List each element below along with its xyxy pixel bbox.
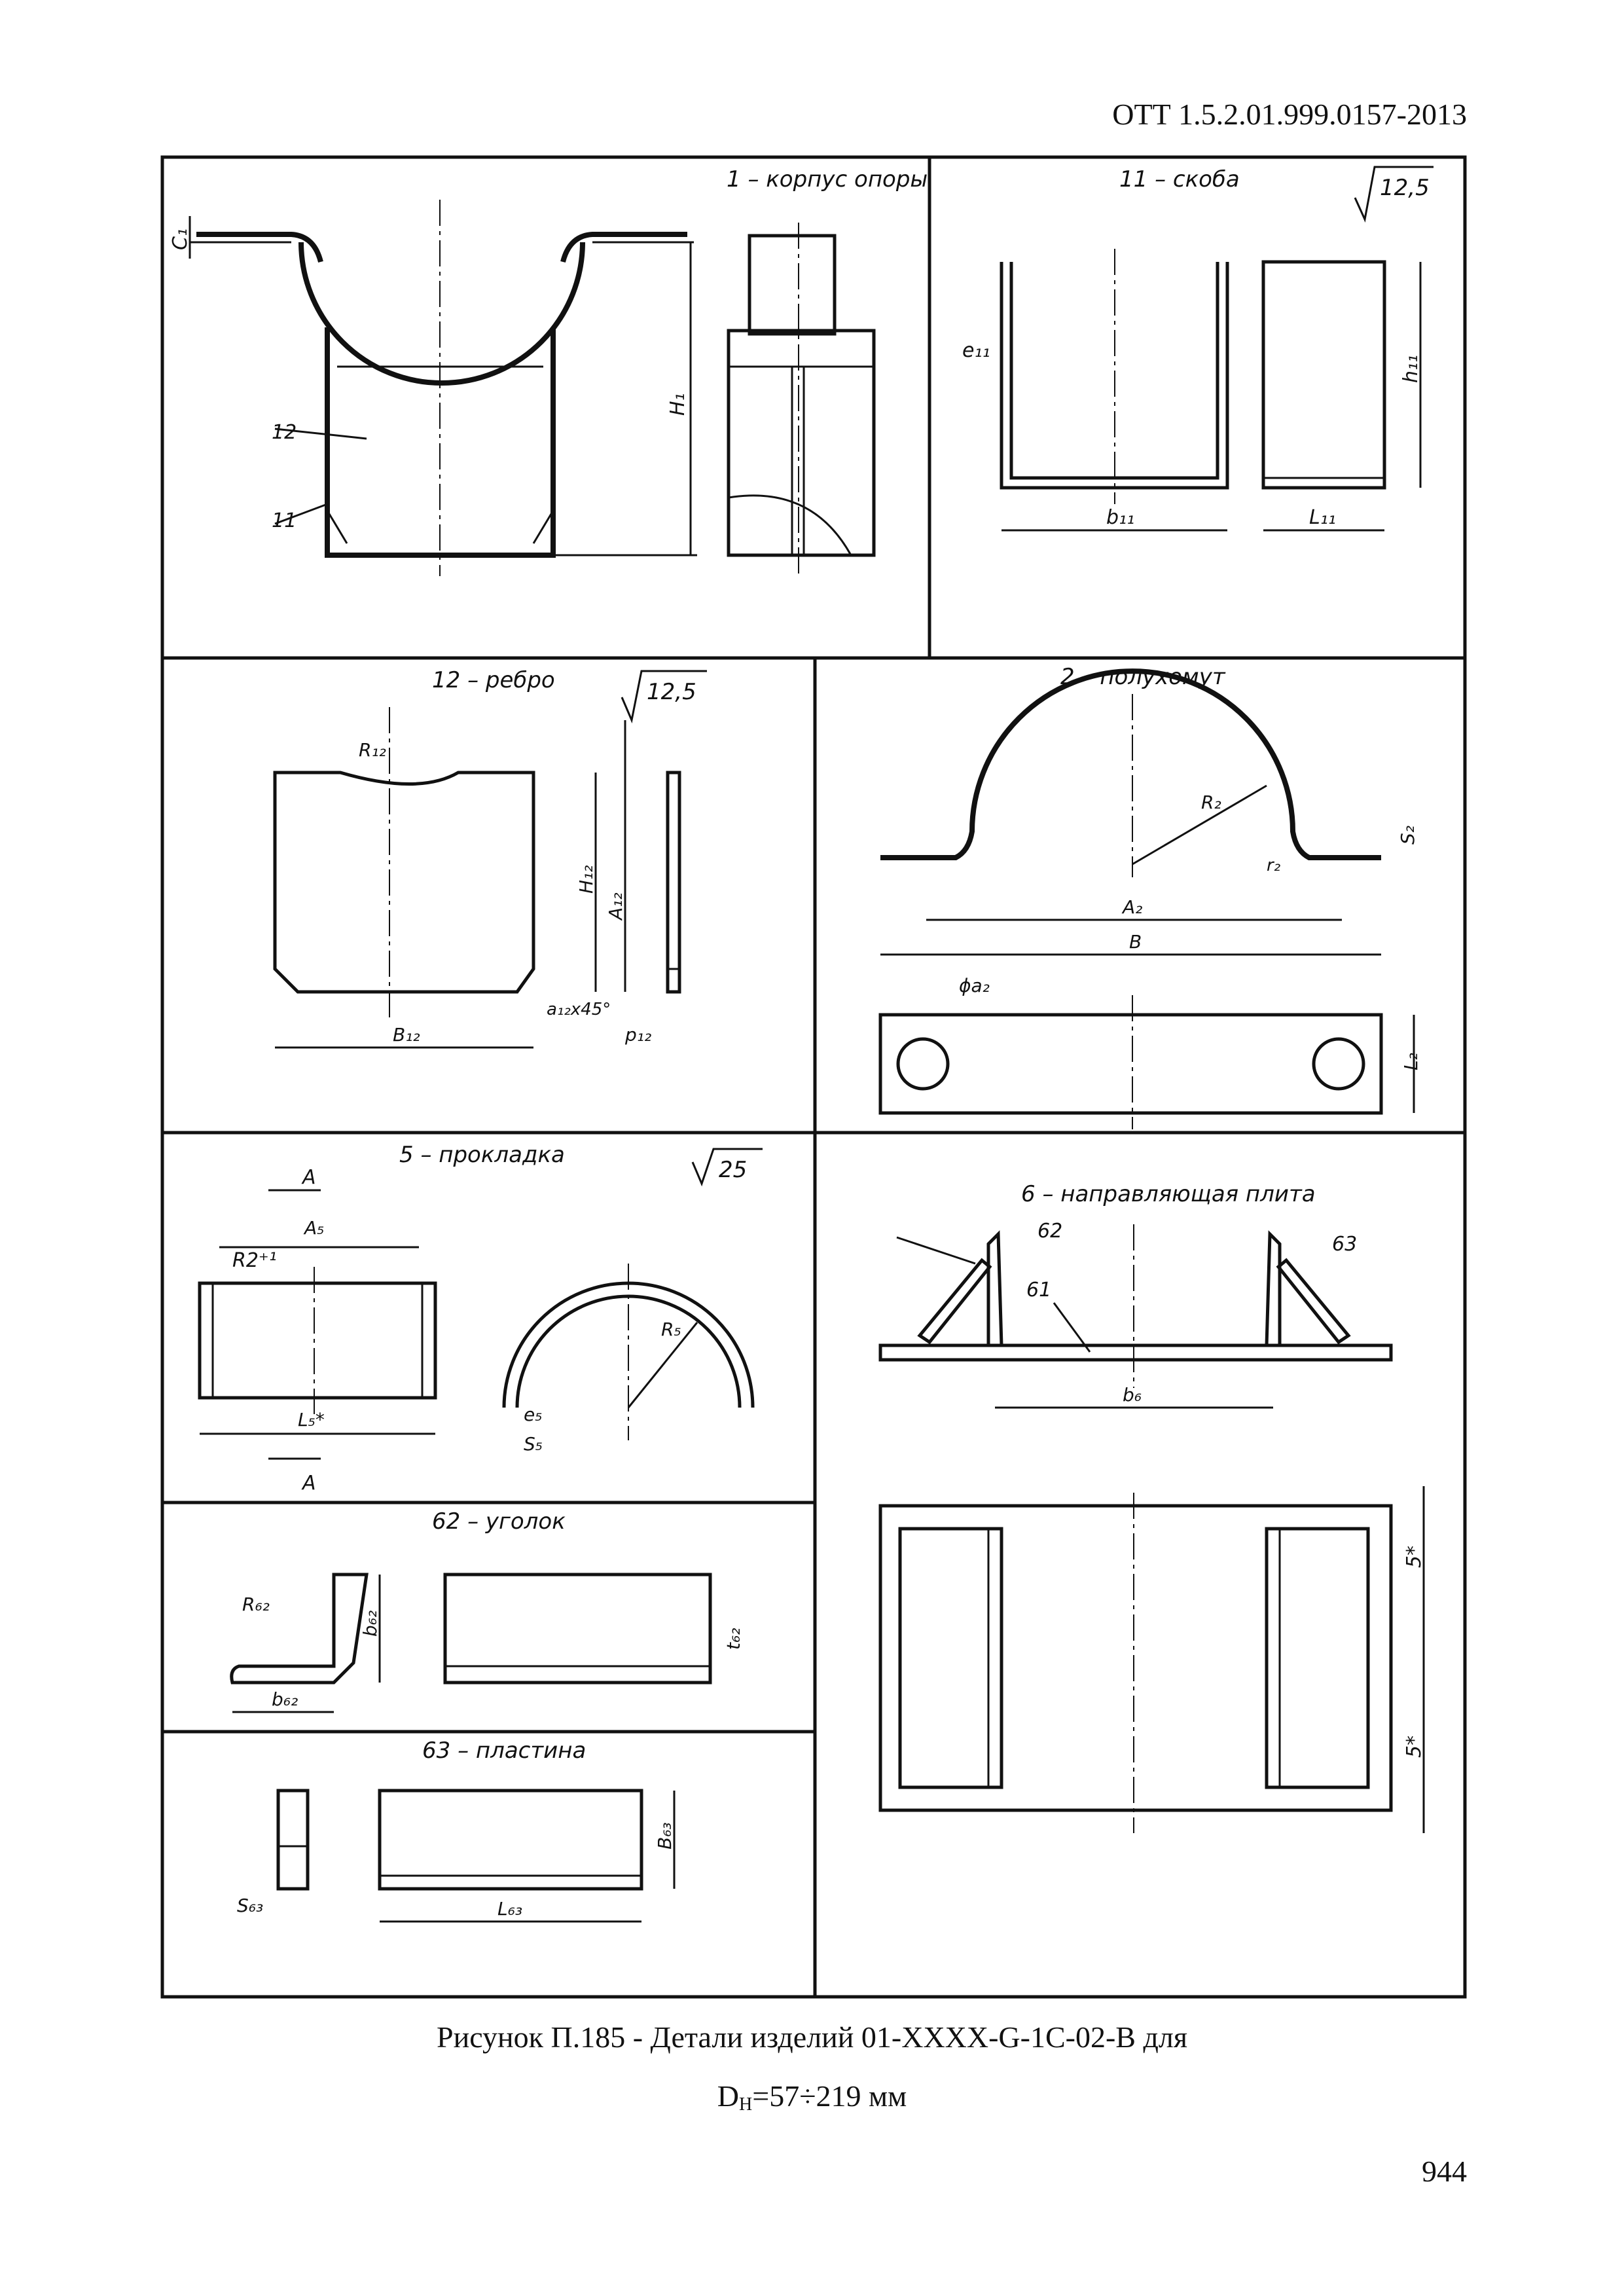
- panel-12-title: 12 – ребро: [432, 667, 555, 693]
- document-code: ОТТ 1.5.2.01.999.0157-2013: [1112, 98, 1467, 131]
- label-e5: e₅: [524, 1404, 542, 1425]
- label-s5: S₅: [524, 1433, 543, 1455]
- label-b62-vertical: b₆₂: [359, 1611, 381, 1637]
- panel-11-bracket: 11 – скоба 12,5 b₁₁ e₁₁ h₁₁ L₁₁: [962, 166, 1434, 532]
- panel-6-title: 6 – направляющая плита: [1021, 1181, 1316, 1207]
- label-e11: e₁₁: [962, 339, 990, 362]
- label-r2: R₂: [1201, 792, 1221, 813]
- label-61: 61: [1026, 1279, 1051, 1302]
- label-r2-pad: R2⁺¹: [232, 1249, 277, 1272]
- label-l63: L₆₃: [497, 1898, 522, 1920]
- panel-5-pad: 5 – прокладка 25 A A₅ R2⁺¹ L₅* A R₅ e₅ S…: [198, 1142, 763, 1495]
- label-b6: b₆: [1123, 1384, 1142, 1406]
- label-l2: L₂: [1400, 1053, 1422, 1070]
- sheet-frame: [160, 155, 1467, 1999]
- label-62: 62: [1038, 1220, 1062, 1243]
- label-b12: B₁₂: [393, 1024, 420, 1046]
- figure-caption-line-1: Рисунок П.185 - Детали изделий 01-XXXX-G…: [437, 2020, 1187, 2054]
- label-b63: B₆₃: [654, 1822, 676, 1850]
- caption-range: =57÷219 мм: [752, 2079, 907, 2113]
- section-a-top: A: [301, 1166, 316, 1189]
- label-5-star-bottom: 5*: [1403, 1736, 1426, 1758]
- label-chamfer: a₁₂x45°: [547, 1000, 611, 1019]
- label-h11: h₁₁: [1399, 355, 1422, 383]
- page-number: 944: [1422, 2155, 1467, 2188]
- panel-12-rib: 12 – ребро 12,5 R₁₂ H₁₂ A₁₂ B₁₂ a₁₂x45° …: [273, 667, 707, 1049]
- label-s63: S₆₃: [237, 1895, 263, 1916]
- label-s2: S₂: [1397, 826, 1418, 845]
- label-r62: R₆₂: [242, 1594, 270, 1615]
- label-r2-small: r₂: [1267, 856, 1280, 875]
- label-da2: ϕa₂: [959, 975, 990, 996]
- label-t62: t₆₂: [723, 1628, 744, 1650]
- panel-63-plate: 63 – пластина S₆₃ L₆₃ B₆₃: [237, 1738, 676, 1923]
- label-b62-horizontal: b₆₂: [272, 1688, 298, 1710]
- label-c1: C₁: [169, 228, 192, 250]
- figure-caption-line-2: DН=57÷219 мм: [0, 2079, 1624, 2115]
- panel-62-angle: 62 – уголок R₆₂ b₆₂ b₆₂ t₆₂: [230, 1508, 744, 1713]
- label-a5: A₅: [303, 1217, 324, 1239]
- label-h1: H₁: [666, 393, 689, 416]
- label-h12: H₁₂: [575, 865, 597, 894]
- label-63: 63: [1332, 1233, 1357, 1256]
- section-a-bottom: A: [301, 1472, 316, 1495]
- label-l11: L₁₁: [1309, 506, 1336, 529]
- label-r12: R₁₂: [359, 739, 386, 761]
- roughness-12: 12,5: [647, 679, 696, 705]
- label-r5: R₅: [661, 1319, 681, 1340]
- panel-63-title: 63 – пластина: [422, 1738, 586, 1764]
- label-a2: A₂: [1121, 896, 1142, 918]
- label-a12: A₁₂: [605, 892, 626, 921]
- panel-1-title: 1 – корпус опоры: [727, 166, 928, 192]
- roughness-11: 12,5: [1380, 175, 1430, 201]
- panel-62-title: 62 – уголок: [432, 1508, 566, 1535]
- label-l5: L₅*: [298, 1409, 325, 1430]
- panel-6-guide-plate: 6 – направляющая плита b₆ 62 63 61 5* 5*: [878, 1181, 1426, 1833]
- label-11: 11: [272, 509, 297, 532]
- caption-d: D: [717, 2079, 740, 2113]
- label-b: B: [1129, 931, 1142, 953]
- roughness-5: 25: [719, 1157, 747, 1183]
- panel-1-body: 1 – корпус опоры H₁ C₁ 12 11: [169, 166, 928, 576]
- caption-subscript: Н: [739, 2094, 753, 2115]
- panel-5-title: 5 – прокладка: [399, 1142, 565, 1168]
- panel-11-title: 11 – скоба: [1119, 166, 1240, 192]
- panel-2-half-clamp: 2 – полухомут R₂ r₂ S₂ A₂ B ϕa₂ L₂: [878, 664, 1422, 1129]
- label-p12: p₁₂: [624, 1024, 651, 1046]
- label-12: 12: [272, 421, 297, 444]
- label-b11: b₁₁: [1106, 506, 1134, 529]
- label-5-star-top: 5*: [1403, 1546, 1426, 1568]
